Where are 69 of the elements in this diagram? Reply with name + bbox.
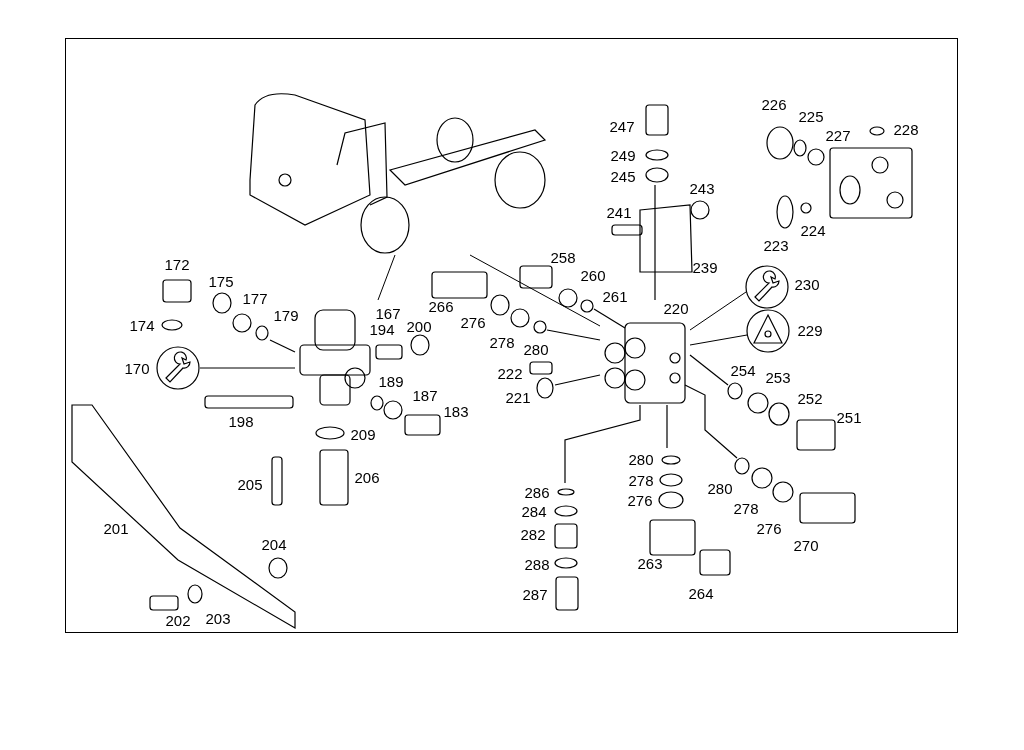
callout-number: 174 — [129, 316, 155, 334]
wrench-symbol — [745, 265, 789, 309]
callout-number: 247 — [609, 117, 635, 135]
callout-number: 243 — [689, 179, 715, 197]
leader-line — [199, 367, 296, 369]
callout-number: 287 — [522, 585, 548, 603]
callout-number: 263 — [637, 554, 663, 572]
callout-number: 179 — [273, 306, 299, 324]
callout-number: 220 — [663, 299, 689, 317]
callout-number: 258 — [550, 248, 576, 266]
callout-number: 228 — [893, 120, 919, 138]
leader-line — [689, 291, 747, 331]
callout-number: 266 — [428, 297, 454, 315]
callout-number: 261 — [602, 287, 628, 305]
callout-number: 278 — [628, 471, 654, 489]
callout-number: 175 — [208, 272, 234, 290]
callout-number: 204 — [261, 535, 287, 553]
callout-number: 239 — [692, 258, 718, 276]
callout-number: 270 — [793, 536, 819, 554]
callout-number: 286 — [524, 483, 550, 501]
callout-number: 201 — [103, 519, 129, 537]
callout-number: 241 — [606, 203, 632, 221]
callout-number: 205 — [237, 475, 263, 493]
callout-number: 224 — [800, 221, 826, 239]
callout-number: 223 — [763, 236, 789, 254]
callout-number: 198 — [228, 412, 254, 430]
callout-number: 284 — [521, 502, 547, 520]
leader-line — [377, 254, 396, 301]
callout-number: 280 — [707, 479, 733, 497]
callout-number: 226 — [761, 95, 787, 113]
callout-number: 251 — [836, 408, 862, 426]
callout-number: 202 — [165, 611, 191, 629]
callout-number: 200 — [406, 317, 432, 335]
callout-number: 276 — [756, 519, 782, 537]
callout-number: 253 — [765, 368, 791, 386]
callout-number: 177 — [242, 289, 268, 307]
callout-number: 280 — [523, 340, 549, 358]
callout-number: 276 — [627, 491, 653, 509]
callout-number: 254 — [730, 361, 756, 379]
callout-number: 172 — [164, 255, 190, 273]
callout-number: 278 — [489, 333, 515, 351]
callout-number: 203 — [205, 609, 231, 627]
callout-number: 260 — [580, 266, 606, 284]
callout-number: 189 — [378, 372, 404, 390]
callout-number: 221 — [505, 388, 531, 406]
callout-number: 230 — [794, 275, 820, 293]
callout-number: 187 — [412, 386, 438, 404]
callout-number: 194 — [369, 320, 395, 338]
callout-number: 170 — [124, 359, 150, 377]
callout-number: 252 — [797, 389, 823, 407]
callout-number: 209 — [350, 425, 376, 443]
callout-number: 227 — [825, 126, 851, 144]
callout-number: 280 — [628, 450, 654, 468]
callout-number: 249 — [610, 146, 636, 164]
callout-number: 282 — [520, 525, 546, 543]
callout-number: 229 — [797, 321, 823, 339]
callout-number: 206 — [354, 468, 380, 486]
callout-number: 183 — [443, 402, 469, 420]
wrench-symbol — [156, 346, 200, 390]
callout-number: 276 — [460, 313, 486, 331]
callout-number: 245 — [610, 167, 636, 185]
callout-number: 225 — [798, 107, 824, 125]
callout-number: 222 — [497, 364, 523, 382]
callout-number: 167 — [375, 304, 401, 322]
callout-number: 278 — [733, 499, 759, 517]
leader-line — [469, 254, 601, 327]
leader-line — [689, 334, 748, 346]
callout-number: 264 — [688, 584, 714, 602]
callout-number: 288 — [524, 555, 550, 573]
